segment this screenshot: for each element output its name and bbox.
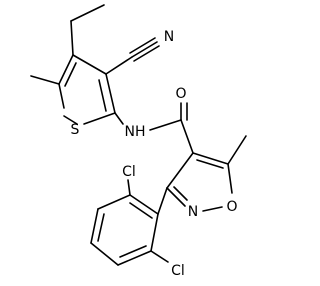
thiophene-ring	[58, 54, 116, 125]
bond-c5iso-methyl	[227, 135, 247, 165]
atom-chlorine-bottom: Cl	[171, 263, 185, 279]
bond-meta2-ortho2-inner	[119, 245, 147, 258]
bond-s-c5	[63, 115, 78, 125]
dichlorophenyl-ring	[90, 179, 169, 266]
bond-nh-carbonyl	[149, 119, 182, 131]
bond-c4iso-c5iso-inner	[196, 159, 224, 169]
bond-meta1-para	[90, 208, 99, 244]
bond-ortho2-ipso	[150, 213, 159, 252]
bond-ipso-ortho1	[129, 194, 159, 215]
atom-chlorine-top: Cl	[122, 164, 136, 180]
bond-s-c5-upper	[58, 83, 65, 109]
structure-canvas: S N NH O O N Cl Cl	[30, 4, 247, 279]
bond-ortho1-meta1	[97, 194, 131, 210]
bond-n-c3iso-inner	[173, 186, 188, 201]
bond-c4-c3	[72, 54, 107, 75]
bond-para-meta2	[90, 242, 119, 266]
nitrile-group	[105, 37, 160, 75]
bond-ipso-ortho1-inner	[129, 202, 153, 219]
bond-ch2-ch3	[70, 4, 105, 22]
bond-meta1-para-inner	[97, 213, 105, 242]
atom-isoxazole-n: N	[188, 204, 198, 220]
bond-triple-2	[129, 37, 156, 54]
bond-c4-ch2	[70, 20, 74, 56]
ethyl-group	[70, 4, 105, 56]
bond-carbonyl-c4iso	[180, 119, 194, 154]
bond-c3-c2	[105, 73, 116, 114]
bond-c2-s	[83, 112, 116, 125]
bond-n-c3iso	[166, 187, 186, 207]
atom-nitrile-n: N	[164, 29, 174, 45]
bond-triple-3	[133, 45, 160, 62]
bond-c5-c4	[58, 54, 74, 85]
bond-c5-c4-inner	[64, 62, 77, 87]
atom-sulfur: S	[71, 122, 80, 138]
bond-c3iso-c4iso	[166, 152, 194, 189]
bond-c4iso-c5iso	[192, 152, 229, 165]
bond-c5-methyl	[30, 75, 60, 85]
bond-c3-c2-inner	[98, 79, 107, 112]
bond-meta2-ortho2	[117, 250, 152, 266]
bond-c3iso-ipso	[157, 187, 168, 215]
bond-c2-nh	[114, 112, 124, 125]
bond-c3-cn	[105, 56, 133, 75]
bond-o-n	[202, 206, 223, 212]
bond-ortho2-cl	[150, 250, 169, 263]
amide-linker	[114, 102, 194, 154]
molecule-drawing: S N NH O O N Cl Cl	[30, 4, 247, 279]
bond-ortho1-cl	[127, 179, 131, 196]
isoxazole-ring	[166, 135, 247, 212]
bond-triple-1	[131, 41, 158, 58]
atom-carbonyl-o: O	[175, 86, 186, 102]
bond-c5iso-o	[227, 163, 233, 194]
atom-isoxazole-o: O	[226, 199, 237, 215]
atom-amide-nh: NH	[125, 124, 146, 140]
